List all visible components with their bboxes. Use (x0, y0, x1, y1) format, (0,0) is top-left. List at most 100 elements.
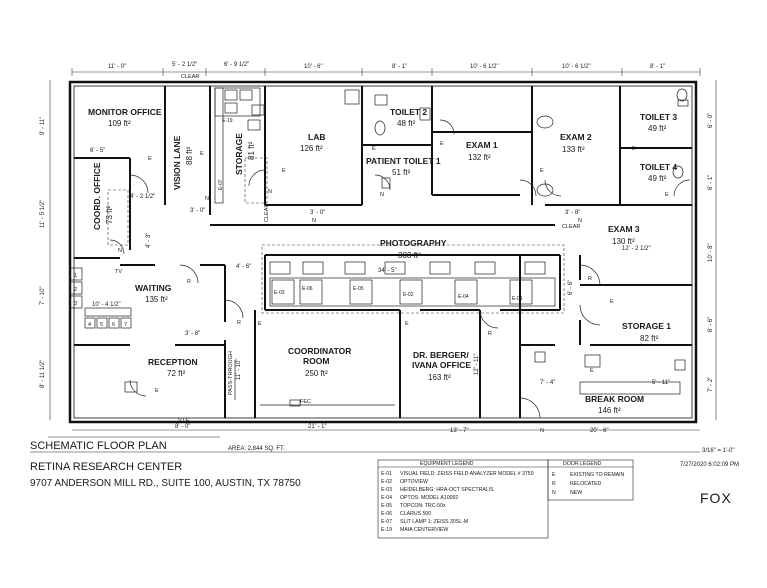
dim-left-3: 7' - 10" (40, 286, 46, 305)
room-label-coordinator-room-2: ROOM (303, 356, 329, 366)
chair-number: 7 (124, 322, 127, 328)
door-code: E (405, 321, 409, 327)
legend-desc: OPTOS: MODEL A10092 (400, 495, 458, 501)
dim-top-1: 11' - 0" (108, 64, 126, 70)
door-legend-code: E (552, 472, 556, 478)
legend-desc: VISUAL FIELD: ZEISS FIELD ANALYZER MODEL… (400, 471, 534, 477)
dim-bottom-1: 8' - 0" (175, 424, 190, 430)
room-label-break-room: BREAK ROOM (585, 394, 644, 404)
legend-desc: TOPCON: TRC-50x (400, 503, 446, 509)
room-area-toilet-4: 49 ft² (648, 174, 667, 183)
door-code: N (118, 248, 122, 254)
door-code: E (540, 168, 544, 174)
dimension-lines (49, 68, 717, 431)
room-area-monitor-office: 109 ft² (108, 119, 131, 128)
legend-code: E-02 (381, 479, 392, 485)
equip-tag-e06: E-06 (302, 286, 313, 292)
equip-tag-e05: E-05 (353, 286, 364, 292)
dim-right-5: 7' - 2" (708, 377, 714, 392)
room-area-berger-office: 163 ft² (428, 373, 451, 382)
chair-number: 5 (100, 322, 103, 328)
legend-code: E-05 (381, 503, 392, 509)
dim-top-7: 10' - 6 1/2" (562, 64, 591, 70)
room-label-coordinator-room: COORDINATOR (288, 346, 351, 356)
door-code: N (540, 428, 544, 434)
legend-code: E-04 (381, 495, 392, 501)
door-code: E (665, 192, 669, 198)
dim-int-9: 3' - 8" (565, 210, 580, 216)
note-clear-exam3: CLEAR (562, 224, 580, 230)
center-name: RETINA RESEARCH CENTER (30, 461, 182, 473)
door-code: E (200, 151, 204, 157)
dim-int-2: 4' - 2 1/2" (130, 194, 155, 200)
legend-code: E-03 (381, 487, 392, 493)
fox-logo: FOX (700, 490, 732, 506)
legend-desc: MAIA CENTERVIEW (400, 527, 448, 533)
dim-top-4: 10' - 6" (304, 64, 323, 70)
door-code: E (440, 141, 444, 147)
scale-label: 3/16" = 1'-0" (702, 448, 735, 454)
door-code: N (268, 189, 272, 195)
door-code: E (372, 146, 376, 152)
door-legend-list: E EXISTING TO REMAIN R RELOCATED N NEW (552, 472, 625, 496)
door-code: N (578, 218, 582, 224)
equipment-legend-list: E-01 VISUAL FIELD: ZEISS FIELD ANALYZER … (381, 471, 534, 533)
note-tv: TV (115, 269, 122, 275)
dim-int-4: 4' - 3" (146, 233, 152, 248)
legend-code: E-06 (381, 511, 392, 517)
room-label-lab: LAB (308, 132, 325, 142)
chair-number: 4 (88, 322, 91, 328)
dim-int-3: 3' - 0" (190, 208, 205, 214)
door-legend-desc: NEW (570, 490, 582, 496)
dim-top-3: 6' - 9 1/2" (224, 62, 249, 68)
door-code: N (380, 192, 384, 198)
equip-tag-e07: E-07 (218, 179, 224, 190)
room-area-toilet-2: 48 ft² (397, 119, 416, 128)
room-label-toilet-3: TOILET 3 (640, 112, 677, 122)
dim-bottom-3: 13' - 7" (450, 428, 469, 434)
dim-top-6: 10' - 6 1/2" (470, 64, 499, 70)
door-code: E (610, 299, 614, 305)
room-label-waiting: WAITING (135, 283, 172, 293)
dim-left-2: 11' - 5 1/2" (40, 200, 46, 228)
exterior-wall-inner (73, 85, 693, 419)
room-label-exam-1: EXAM 1 (466, 140, 498, 150)
room-label-toilet-4: TOILET 4 (640, 162, 677, 172)
room-area-vision-lane: 88 ft² (185, 146, 194, 165)
door-swings (109, 119, 691, 419)
dim-int-14: 11' - 10" (236, 358, 242, 380)
room-area-patient-toilet-1: 51 ft² (392, 168, 411, 177)
chair-number: 3 (74, 301, 77, 307)
fixtures (69, 87, 689, 407)
room-area-exam-2: 133 ft² (562, 145, 585, 154)
door-legend-desc: RELOCATED (570, 481, 602, 487)
dim-int-1: 6' - 5" (90, 148, 105, 154)
room-label-toilet-2: TOILET 2 (390, 107, 427, 117)
room-label-berger-office: DR. BERGER/ (413, 350, 469, 360)
door-code: N (312, 218, 316, 224)
chair-number: 1 (74, 273, 77, 279)
dim-top-5: 8' - 1" (392, 64, 407, 70)
dim-int-8: 34' - 5" (378, 268, 397, 274)
room-label-exam-3: EXAM 3 (608, 224, 640, 234)
door-code: R (588, 276, 592, 282)
door-legend-code: R (552, 481, 556, 487)
door-code: R (488, 331, 492, 337)
note-clear-corridor: CLEAR (264, 204, 270, 222)
room-area-storage-1: 82 ft² (640, 334, 659, 343)
equip-tag-e03: E-03 (274, 290, 285, 296)
door-code: E (632, 146, 636, 152)
equip-tag-e04: E-04 (458, 294, 469, 300)
dim-right-2: 6' - 1" (708, 175, 714, 190)
exterior-walls (68, 80, 698, 424)
dim-left-4: 8' - 11 1/2" (40, 360, 46, 388)
floor-plan-labels: MONITOR OFFICE 109 ft² VISION LANE 88 ft… (40, 62, 714, 434)
room-area-exam-1: 132 ft² (468, 153, 491, 162)
legend-desc: SLIT LAMP 1: ZEISS 30SL-M (400, 519, 468, 525)
dim-int-12: 7' - 4" (540, 380, 555, 386)
legend-desc: HEIDELBERG: HRA-OCT SPECTRALIS (400, 487, 494, 493)
room-area-waiting: 135 ft² (145, 295, 168, 304)
room-label-storage: STORAGE (234, 133, 244, 175)
legend-desc: CLARUS 500 (400, 511, 431, 517)
dim-right-4: 6' - 6" (708, 317, 714, 332)
